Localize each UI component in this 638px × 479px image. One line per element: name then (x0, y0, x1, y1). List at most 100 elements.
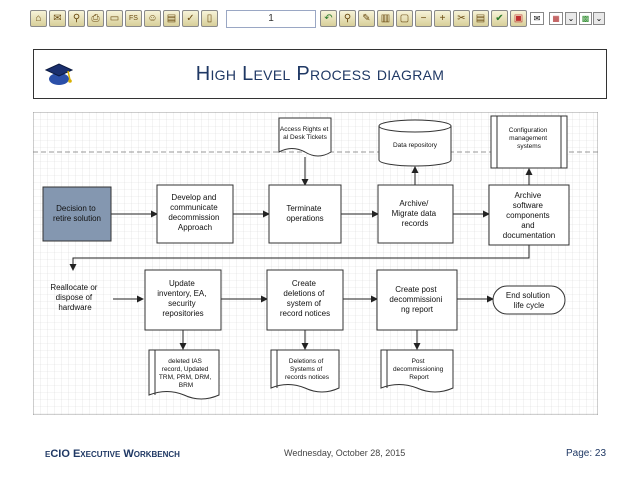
terminator-m5-line-2: life cycle (514, 301, 545, 310)
process-box-m2-label: Update inventory, EA, security repositor… (157, 279, 208, 318)
footer-date: Wednesday, October 28, 2015 (284, 448, 406, 458)
email-icon[interactable]: ✉ (49, 10, 66, 27)
print-icon[interactable]: ⎙ (87, 10, 104, 27)
process-diagram: Decision to retire solution Develop and … (33, 112, 598, 415)
graduation-cap-icon (44, 63, 74, 85)
chart2-icon[interactable]: ▦ (549, 12, 563, 25)
document-e3-shape (380, 349, 454, 393)
envelope-icon[interactable]: ✉ (530, 12, 544, 25)
document-e1-line-3: TRM, PRM, DRM, (159, 374, 212, 381)
process-box-m1-label: Reallocate or dispose of hardware (50, 283, 99, 312)
process-box-m2-shape (144, 269, 222, 331)
process-box-n5-line-3: components (506, 211, 550, 220)
note-icon[interactable]: ▢ (396, 10, 413, 27)
process-box-n5: Archive software components and document… (488, 184, 570, 246)
process-box-n1-line-1: Decision to (56, 204, 96, 213)
title-bar: High Level Process diagram (33, 49, 607, 99)
process-box-n2-line-2: communicate (170, 203, 218, 212)
lock-icon[interactable]: ▣ (510, 10, 527, 27)
process-box-n5-line-4: and (521, 221, 534, 230)
storage-d3-line-2: management (509, 135, 547, 142)
process-box-n4-line-2: Migrate data (392, 209, 437, 218)
process-box-n3-label: Terminate operations (286, 204, 323, 223)
process-box-m4-line-1: Create post (395, 285, 437, 294)
process-box-m3-line-1: Create (292, 279, 317, 288)
document-d1-line-2: al Desk Tickets (283, 134, 327, 141)
document-e1-label: deleted IAS record, Updated TRM, PRM, DR… (159, 358, 213, 389)
document-e2: Deletions of Systems of records notices (270, 349, 340, 393)
home-icon[interactable]: ⌂ (30, 10, 47, 27)
process-box-n5-label: Archive software components and document… (503, 191, 555, 240)
process-box-m2-line-1: Update (169, 279, 195, 288)
document-e3-label: Post decommissioning Report (393, 358, 445, 381)
terminator-m5-shape (492, 285, 566, 315)
document-e3-line-1: Post (412, 358, 425, 365)
binoculars2-icon[interactable]: ⚲ (339, 10, 356, 27)
chart-icon[interactable]: ▥ (377, 10, 394, 27)
tools-icon[interactable]: ✂ (453, 10, 470, 27)
document-d1: Access Rights et al Desk Tickets (278, 117, 332, 157)
process-box-n4-line-3: records (402, 219, 429, 228)
process-box-m2-line-2: inventory, EA, (157, 289, 206, 298)
undo-icon[interactable]: ↶ (320, 10, 337, 27)
document-e3-line-3: Report (409, 374, 429, 381)
binoculars-icon[interactable]: ⚲ (68, 10, 85, 27)
document-e3: Post decommissioning Report (380, 349, 454, 393)
process-box-n1-label: Decision to retire solution (53, 204, 101, 223)
page-icon[interactable]: ▯ (201, 10, 218, 27)
database-d2-top (378, 119, 452, 133)
document-d1-line-1: Access Rights et (280, 126, 329, 133)
arrow-n5-m1 (69, 245, 530, 271)
process-box-n3-line-2: operations (286, 214, 323, 223)
storage-d3: Configuration management systems (490, 115, 568, 169)
document-e1-line-4: BRM (179, 382, 193, 389)
document-e2-shape (270, 349, 340, 393)
process-box-m4-line-3: ng report (401, 305, 434, 314)
process-box-n5-line-5: documentation (503, 231, 555, 240)
folder-icon[interactable]: ▭ (106, 10, 123, 27)
document-d1-label: Access Rights et al Desk Tickets (280, 126, 330, 141)
document-e2-line-1: Deletions of (289, 358, 324, 365)
storage-d3-label: Configuration management systems (509, 127, 549, 150)
keyboard-icon[interactable]: ▤ (163, 10, 180, 27)
process-box-n1-line-2: retire solution (53, 214, 101, 223)
storage-d3-line-3: systems (517, 143, 542, 150)
edit-icon[interactable]: ✔ (491, 10, 508, 27)
database-d2-label: Data repository (393, 142, 438, 149)
process-box-n2-line-3: decommission (168, 213, 219, 222)
process-box-n4-shape (377, 184, 454, 244)
page-title: High Level Process diagram (195, 63, 445, 85)
terminator-m5-line-1: End solution (506, 291, 550, 300)
process-box-m4-line-2: decommissioni (389, 295, 442, 304)
wand-icon[interactable]: ✎ (358, 10, 375, 27)
fs-icon[interactable]: FS (125, 10, 142, 27)
document-e1-line-1: deleted IAS (168, 358, 202, 365)
process-box-m1-line-2: dispose of (56, 293, 93, 302)
document-e3-line-2: decommissioning (393, 366, 444, 373)
process-box-n4: Archive/ Migrate data records (377, 184, 454, 244)
notepad-icon[interactable]: ▤ (472, 10, 489, 27)
database-d2-shape (378, 126, 452, 167)
storage-d3-shape (490, 115, 568, 169)
document-e1-shape (148, 349, 220, 400)
excel-icon[interactable]: ▩ (579, 12, 592, 25)
zoom-in-icon[interactable]: + (434, 10, 451, 27)
footer-workbench-label: eCIO Executive Workbench (45, 448, 180, 460)
terminator-m5: End solution life cycle (492, 285, 566, 315)
footer-page-number: Page: 23 (566, 448, 607, 459)
process-box-n3-line-1: Terminate (286, 204, 322, 213)
check-icon[interactable]: ✓ (182, 10, 199, 27)
smiley-icon[interactable]: ☺ (144, 10, 161, 27)
document-e1-line-2: record, Updated (162, 366, 209, 373)
document-e2-line-3: records notices (285, 374, 330, 381)
zoom-out-icon[interactable]: − (415, 10, 432, 27)
storage-d3-line-1: Configuration (509, 127, 548, 134)
process-box-n2: Develop and communicate decommission App… (156, 184, 234, 244)
chevron-down-icon-2[interactable]: ⌄ (593, 12, 605, 25)
process-box-n5-shape (488, 184, 570, 246)
process-box-n2-label: Develop and communicate decommission App… (168, 193, 221, 232)
page-number-field[interactable]: 1 (226, 10, 316, 28)
process-box-m2: Update inventory, EA, security repositor… (144, 269, 222, 331)
chevron-down-icon[interactable]: ⌄ (565, 12, 577, 25)
process-box-n4-label: Archive/ Migrate data records (392, 199, 439, 228)
